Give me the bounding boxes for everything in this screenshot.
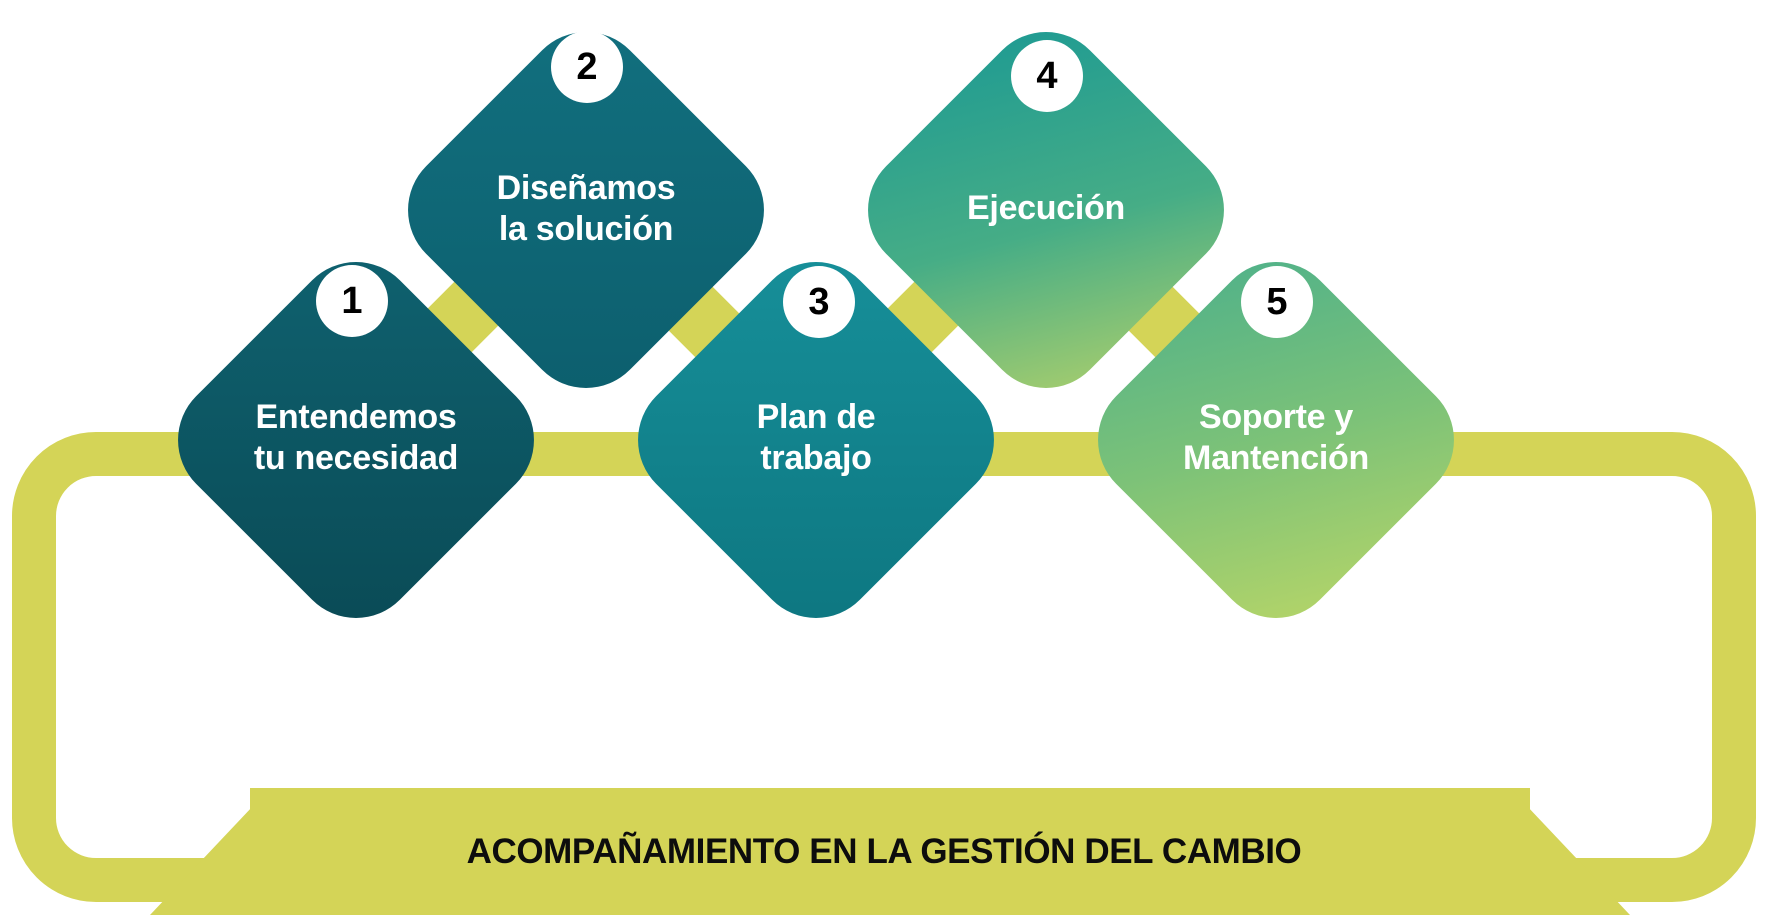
step-badge-2: 2 bbox=[551, 31, 623, 103]
step-badge-1: 1 bbox=[316, 265, 388, 337]
bottom-banner bbox=[250, 788, 1530, 915]
step-badge-4: 4 bbox=[1011, 40, 1083, 112]
step-badge-5: 5 bbox=[1241, 266, 1313, 338]
step-badge-3: 3 bbox=[783, 266, 855, 338]
banner-title: ACOMPAÑAMIENTO EN LA GESTIÓN DEL CAMBIO bbox=[466, 831, 1302, 871]
